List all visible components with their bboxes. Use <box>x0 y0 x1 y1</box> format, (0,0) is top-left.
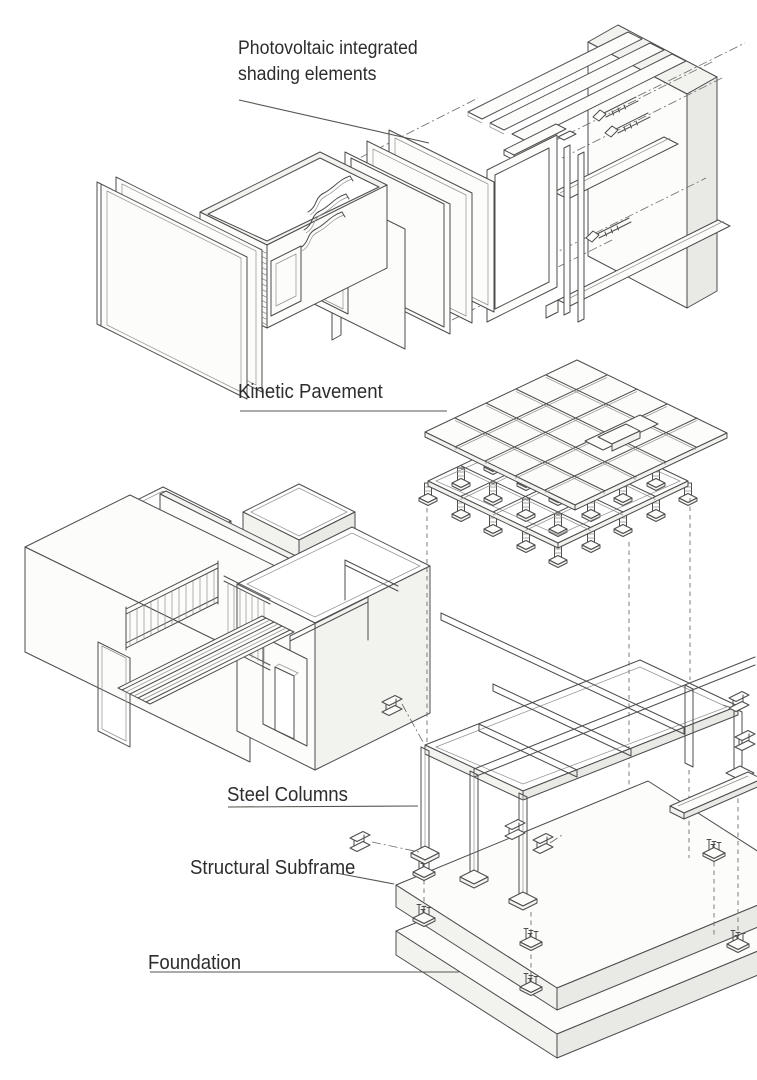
shading-slats <box>467 31 687 142</box>
label-structural-subframe: Structural Subframe <box>190 857 356 879</box>
joist-floor <box>117 615 295 705</box>
facade-exploded-assembly <box>96 24 746 400</box>
glass-panels <box>96 176 263 400</box>
glazing-frame <box>486 134 558 323</box>
leader-lines <box>150 99 459 973</box>
fastener-axis-lines <box>449 42 746 321</box>
pavement-tile-grid <box>424 359 728 511</box>
girder-and-purlins <box>440 612 756 778</box>
label-steel-columns: Steel Columns <box>227 784 348 806</box>
label-photovoltaic-line1: Photovoltaic integrated <box>238 38 418 59</box>
mounting-screws <box>585 96 651 243</box>
modular-house-unit <box>24 483 431 771</box>
mounting-rails <box>553 136 731 307</box>
structural-subframe-slab <box>395 780 757 1011</box>
radiant-piping <box>299 175 354 252</box>
label-photovoltaic: Photovoltaic integrated shading elements <box>238 36 418 88</box>
label-foundation: Foundation <box>148 952 242 974</box>
mullion-posts <box>503 123 585 323</box>
foundation-slabs <box>395 780 757 1059</box>
partition-wall <box>289 596 369 661</box>
ibeam-fittings <box>349 691 756 854</box>
label-photovoltaic-line2: shading elements <box>238 64 377 85</box>
door-wall <box>262 636 308 747</box>
alignment-dashes <box>426 498 691 818</box>
leader-steel-columns <box>227 805 419 808</box>
slatted-railing <box>125 560 271 671</box>
partition-wall <box>344 559 399 601</box>
kinetic-pavement <box>418 359 728 818</box>
tray-plate <box>669 771 757 820</box>
tile-actuator <box>584 414 659 452</box>
steel-column-frame <box>349 612 757 911</box>
leader-structural-subframe <box>335 872 395 885</box>
leader-photovoltaic <box>238 99 430 144</box>
label-kinetic-pavement: Kinetic Pavement <box>238 381 383 403</box>
